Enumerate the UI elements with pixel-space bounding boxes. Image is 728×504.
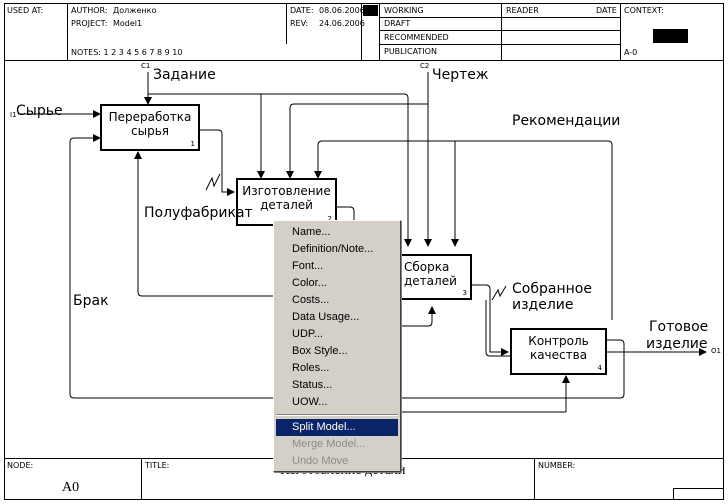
context-menu: Name... Definition/Note... Font... Color…: [273, 220, 401, 472]
menu-item-definition[interactable]: Definition/Note...: [292, 243, 374, 255]
title-label: TITLE:: [145, 461, 170, 470]
activity-box-2[interactable]: Изготовление деталей 2: [236, 178, 337, 226]
menu-item-status[interactable]: Status...: [292, 379, 333, 391]
status-publication: PUBLICATION: [384, 47, 437, 56]
menu-item-merge-model[interactable]: Merge Model...: [292, 438, 366, 450]
arrow-tag-c1: C1: [141, 62, 151, 70]
activity-box-3[interactable]: Сборка деталей 3: [396, 254, 472, 300]
status-working: WORKING: [384, 6, 424, 15]
arrow-tag-o1: O1: [711, 347, 721, 355]
date-value: 08.06.2006: [319, 6, 365, 15]
node-value: A0: [62, 480, 80, 495]
menu-item-uow[interactable]: UOW...: [292, 396, 328, 408]
menu-separator: [276, 414, 398, 416]
box-number: 3: [462, 289, 467, 297]
menu-item-box-style[interactable]: Box Style...: [292, 345, 348, 357]
reader-date-label: DATE: [596, 6, 617, 15]
arrow-label-semi[interactable]: Полуфабрикат: [144, 205, 253, 221]
notes-label: NOTES: 1 2 3 4 5 6 7 8 9 10: [71, 48, 183, 57]
project-value: Model1: [113, 19, 143, 28]
author-label: AUTHOR:: [71, 6, 108, 15]
menu-item-undo-move[interactable]: Undo Move: [292, 455, 349, 467]
arrow-tag-c2: C2: [420, 62, 430, 70]
arrow-label-assembled-2[interactable]: изделие: [512, 297, 574, 313]
menu-item-split-model[interactable]: Split Model...: [276, 419, 398, 436]
menu-item-udp[interactable]: UDP...: [292, 328, 323, 340]
used-at-label: USED AT:: [7, 6, 44, 15]
node-label: NODE:: [7, 461, 34, 470]
box-title: Сборка деталей: [404, 260, 457, 288]
menu-item-color[interactable]: Color...: [292, 277, 327, 289]
reader-label: READER: [506, 6, 539, 15]
arrow-tag-i1: I1: [10, 111, 17, 119]
arrow-label-finished-2[interactable]: изделие: [646, 336, 708, 352]
box-title: Изготовление деталей: [242, 184, 331, 212]
context-node: A-0: [624, 48, 638, 57]
context-label: CONTEXT:: [624, 6, 664, 15]
author-value: Долженко: [113, 6, 157, 15]
rev-label: REV:: [290, 19, 309, 28]
arrow-label-drawing[interactable]: Чертеж: [432, 67, 489, 83]
arrow-label-defect[interactable]: Брак: [73, 293, 109, 309]
box-title: Переработка сырья: [108, 110, 192, 138]
menu-item-data-usage[interactable]: Data Usage...: [292, 311, 360, 323]
rev-value: 24.06.2006: [319, 19, 365, 28]
activity-box-4[interactable]: Контроль качества 4: [510, 328, 607, 375]
menu-item-font[interactable]: Font...: [292, 260, 324, 272]
arrow-label-recommendations[interactable]: Рекомендации: [512, 113, 621, 129]
arrow-label-finished-1[interactable]: Готовое: [649, 319, 709, 335]
status-draft: DRAFT: [384, 19, 411, 28]
box-number: 4: [597, 364, 602, 372]
menu-item-name[interactable]: Name...: [292, 226, 331, 238]
number-label: NUMBER:: [538, 461, 576, 470]
arrow-label-raw[interactable]: Сырье: [16, 103, 63, 119]
status-recommended: RECOMMENDED: [384, 33, 449, 42]
activity-box-1[interactable]: Переработка сырья 1: [100, 104, 200, 151]
box-number: 2: [327, 215, 332, 223]
menu-item-roles[interactable]: Roles...: [292, 362, 330, 374]
arrow-label-task[interactable]: Задание: [153, 67, 216, 83]
date-label: DATE:: [290, 6, 314, 15]
box-number: 1: [190, 140, 195, 148]
menu-item-costs[interactable]: Costs...: [292, 294, 330, 306]
box-title: Контроль качества: [528, 334, 589, 362]
arrow-label-assembled-1[interactable]: Собранное: [512, 281, 592, 297]
project-label: PROJECT:: [71, 19, 108, 28]
